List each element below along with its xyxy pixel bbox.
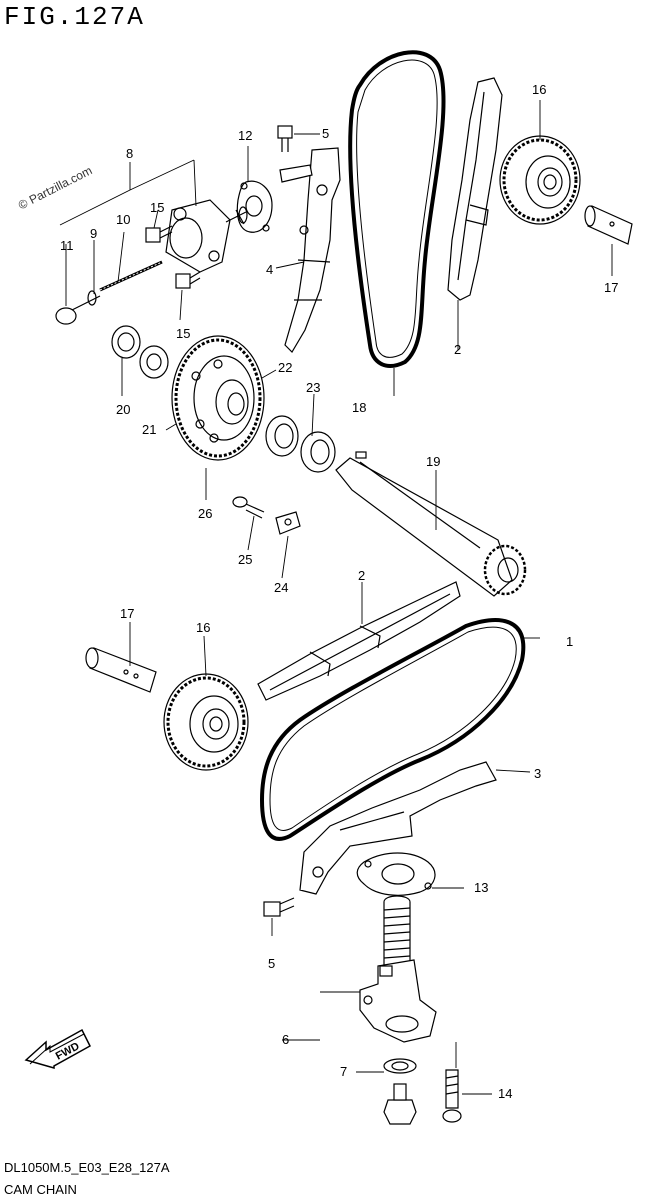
callout-1: 1 [566,634,573,649]
callout-17-lower: 17 [120,606,134,621]
tensioner-gasket-12 [236,180,273,233]
gasket-7 [383,1058,417,1074]
bolt-5-upper [277,125,293,152]
lower-cam-chain [259,618,526,841]
tensioner-adjuster-body [165,199,248,273]
callout-3: 3 [534,766,541,781]
lower-chain-guide [257,581,461,701]
callout-19: 19 [426,454,440,469]
callout-14: 14 [498,1086,512,1101]
shaft-bearings-23 [265,415,336,473]
tensioner-gasket-13 [356,852,436,896]
callout-21: 21 [142,422,156,437]
callout-7: 7 [340,1064,347,1079]
upper-chain-guide [447,77,503,301]
callout-5-upper: 5 [322,126,329,141]
fwd-arrow-icon: FWD [24,1028,91,1069]
figure-title: FIG.127A [4,2,145,32]
tensioner-plug [383,1083,417,1125]
upper-pin [584,205,633,245]
callout-6: 6 [282,1032,289,1047]
callout-8: 8 [126,146,133,161]
callout-20: 20 [116,402,130,417]
upper-camshaft-sprocket [499,135,581,225]
idler-bearing-20 [111,325,169,379]
bolt-14 [442,1069,462,1123]
bolts-15 [145,225,201,289]
callout-25: 25 [238,552,252,567]
idler-gear-21 [171,335,265,461]
callout-4: 4 [266,262,273,277]
callout-22: 22 [278,360,292,375]
lower-tensioner-blade [299,761,497,895]
callout-15-lower: 15 [176,326,190,341]
callout-9: 9 [90,226,97,241]
callout-11: 11 [60,238,74,253]
callout-13: 13 [474,880,488,895]
callout-10: 10 [116,212,130,227]
cam-chain-tensioner-6 [359,895,437,1043]
callout-15-upper: 15 [150,200,164,215]
lower-camshaft-sprocket [163,673,249,771]
bolt-25-and-plate-24 [232,496,301,535]
callout-26: 26 [198,506,212,521]
washer-9 [87,290,97,306]
callout-labels: 1 2 2 3 4 5 5 6 7 8 9 10 11 12 13 14 15 … [60,82,618,1101]
tensioner-cap-bolt [55,295,101,325]
callout-12: 12 [238,128,252,143]
idler-shaft-19 [335,451,527,597]
diagram-caption: CAM CHAIN [4,1182,77,1197]
callout-17-upper: 17 [604,280,618,295]
leader-lines [59,100,613,1095]
callout-24: 24 [274,580,288,595]
callout-5-lower: 5 [268,956,275,971]
callout-18: 18 [352,400,366,415]
upper-cam-chain [348,50,446,368]
upper-tensioner-blade [279,147,341,353]
callout-16-lower: 16 [196,620,210,635]
diagram-code: DL1050M.5_E03_E28_127A [4,1160,170,1175]
callout-2-upper: 2 [454,342,461,357]
callout-16-upper: 16 [532,82,546,97]
lower-pin [85,647,157,693]
callout-23: 23 [306,380,320,395]
callout-2-lower: 2 [358,568,365,583]
bolt-5-lower [263,897,295,917]
